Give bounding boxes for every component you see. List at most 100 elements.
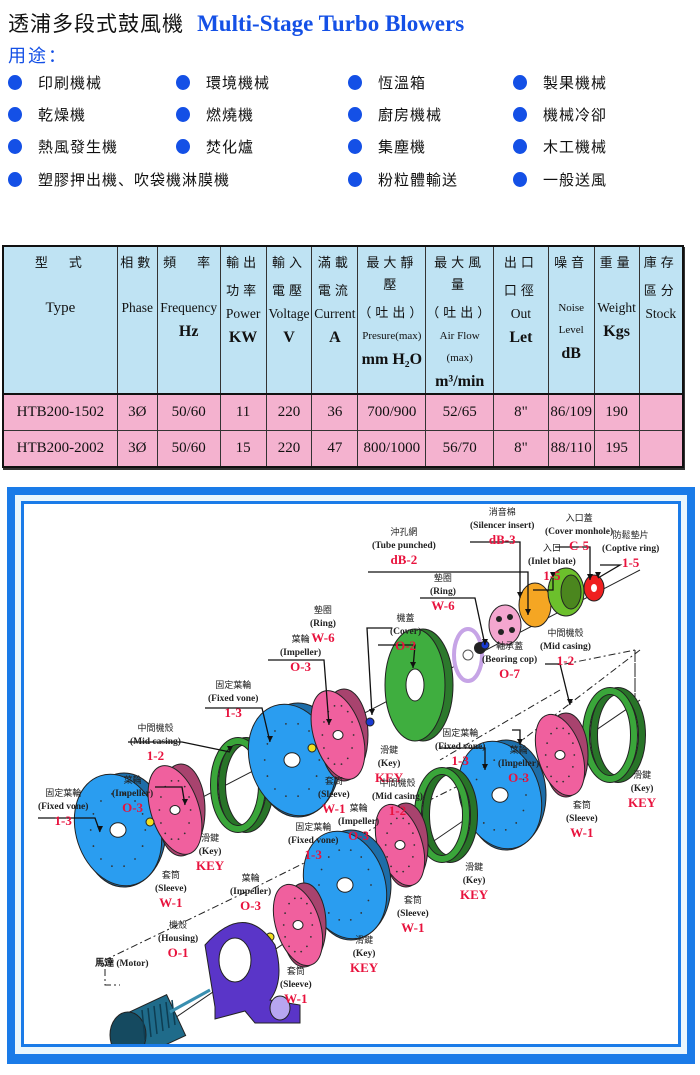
- header-en: Out: [510, 306, 531, 321]
- header-zh: 最大風量: [434, 256, 486, 293]
- mid-casing: [583, 688, 637, 782]
- fixed-vane-hole: [315, 775, 318, 777]
- header-unit: Hz: [178, 323, 199, 340]
- header-zh: 重量: [599, 256, 634, 271]
- fixed-vane-hole: [92, 813, 95, 815]
- impeller-hole: [568, 732, 570, 735]
- impeller-hole: [390, 865, 392, 868]
- use-item: 一般送風: [513, 169, 607, 190]
- arrow-icon: [587, 574, 593, 580]
- impeller-hole: [402, 870, 405, 873]
- leader-line: [420, 597, 486, 646]
- impeller-hole: [309, 912, 312, 915]
- bullet-icon: [513, 139, 527, 154]
- header-zh: 區分: [643, 284, 678, 299]
- callout-zh: 葉輪: [291, 635, 310, 645]
- motor-fin: [141, 1009, 146, 1041]
- table-cell: 8": [493, 393, 549, 431]
- callout-en: (Beoring cop): [482, 655, 538, 665]
- impeller-hole: [189, 809, 192, 811]
- fixed-vane-hole: [285, 722, 287, 725]
- leader-line: [597, 564, 623, 579]
- impeller-hole: [293, 950, 296, 953]
- header-en: Weight: [597, 300, 636, 315]
- callout-impeller-right: 葉輪(Impeller)O-3: [498, 745, 539, 784]
- fixed-vane-hole: [525, 794, 527, 796]
- impeller-hole: [384, 844, 387, 846]
- fixed-vane-hole: [308, 788, 310, 790]
- header-zh: 輸出: [226, 256, 261, 271]
- impeller-hole: [183, 785, 186, 788]
- header-en: Current: [314, 306, 356, 321]
- table-cell: 50/60: [156, 430, 221, 468]
- header-unit: V: [283, 329, 295, 346]
- impeller-hole: [555, 727, 558, 730]
- header-zh: 出口: [503, 256, 538, 271]
- motor-fin: [147, 1007, 152, 1038]
- callout-zh: 機殼: [169, 921, 188, 931]
- fixed-vane-hole: [504, 759, 507, 762]
- fixed-vane-hub: [283, 752, 301, 768]
- impeller-hole: [300, 897, 303, 900]
- callout-key-center: 滑鍵(Key)KEY: [460, 862, 488, 901]
- header-zh: 相數: [120, 256, 155, 271]
- fixed-vane-hole: [504, 828, 507, 831]
- fixed-vane-hole: [349, 849, 352, 852]
- fixed-vane-hole: [266, 743, 269, 745]
- header-unit: [118, 321, 157, 343]
- callout-fixed-vane-upper: 固定葉輪(Fixed vone)1-3: [208, 680, 258, 719]
- impeller-hole: [284, 912, 287, 915]
- leader-line: [366, 627, 392, 716]
- leader-line: [268, 659, 330, 726]
- impeller-hole: [395, 817, 398, 820]
- fixed-vane-hub: [336, 877, 354, 893]
- callout-zh: 中間機殼: [379, 779, 416, 789]
- sleeve: [307, 743, 317, 753]
- callout-ring-top: 墊圈(Ring)W-6: [430, 573, 456, 612]
- bullet-icon: [513, 172, 527, 187]
- use-item: 製果機械: [513, 72, 607, 93]
- impeller-hole: [340, 704, 343, 707]
- callout-sleeve-left: 套筒(Sleeve)W-1: [155, 870, 187, 909]
- fixed-vane-hole: [515, 822, 518, 824]
- callout-key-lower: 滑鍵(Key)KEY: [350, 935, 378, 974]
- fixed-vane-hole: [515, 766, 518, 768]
- header-zh: （吐出）: [426, 306, 495, 321]
- header-en: Presure(max): [362, 330, 422, 342]
- table-cell: 86/109: [547, 393, 595, 431]
- callout-en: (Housing): [158, 934, 199, 944]
- fixed-vane-hole: [475, 778, 478, 781]
- impeller-hole: [160, 796, 162, 798]
- motor-fin: [171, 999, 176, 1026]
- fixed-vane-hole: [482, 822, 485, 824]
- table-cell: 56/70: [425, 430, 495, 468]
- table-cell: 36: [311, 393, 359, 431]
- impeller-hole: [546, 742, 549, 745]
- fixed-vane-hole: [144, 829, 147, 831]
- fixed-vane-hole: [89, 829, 92, 831]
- fixed-vane-hole: [318, 884, 320, 886]
- impeller-hole: [562, 780, 565, 783]
- callout-en: (Impeller): [338, 817, 380, 827]
- callout-en: (Sleeve): [155, 884, 187, 894]
- impeller-hole: [284, 935, 287, 938]
- callout-en: (Impeller): [498, 759, 540, 769]
- callout-code: 1-3: [451, 753, 469, 768]
- fixed-vane-hole: [111, 865, 113, 868]
- fixed-vane-hole: [100, 858, 102, 860]
- header-zh: 電流: [317, 284, 352, 299]
- callout-en: (Key): [462, 876, 486, 886]
- impeller-hole: [288, 945, 290, 948]
- use-label: 製果機械: [543, 74, 608, 92]
- arrow-icon: [517, 739, 523, 745]
- table-cell: 220: [265, 393, 313, 431]
- callout-en: (Sleeve): [280, 980, 312, 990]
- callout-code: dB-3: [488, 532, 516, 547]
- use-item: 燃燒機: [176, 104, 254, 125]
- callout-mid-casing-center: 中間機殼(Mid casing)1-2: [372, 778, 423, 817]
- use-label: 環境機械: [206, 74, 271, 92]
- impeller-hole: [177, 779, 180, 782]
- use-label: 熱風發生機: [38, 138, 119, 156]
- table-cell: 700/900: [357, 393, 427, 431]
- bullet-icon: [348, 139, 362, 154]
